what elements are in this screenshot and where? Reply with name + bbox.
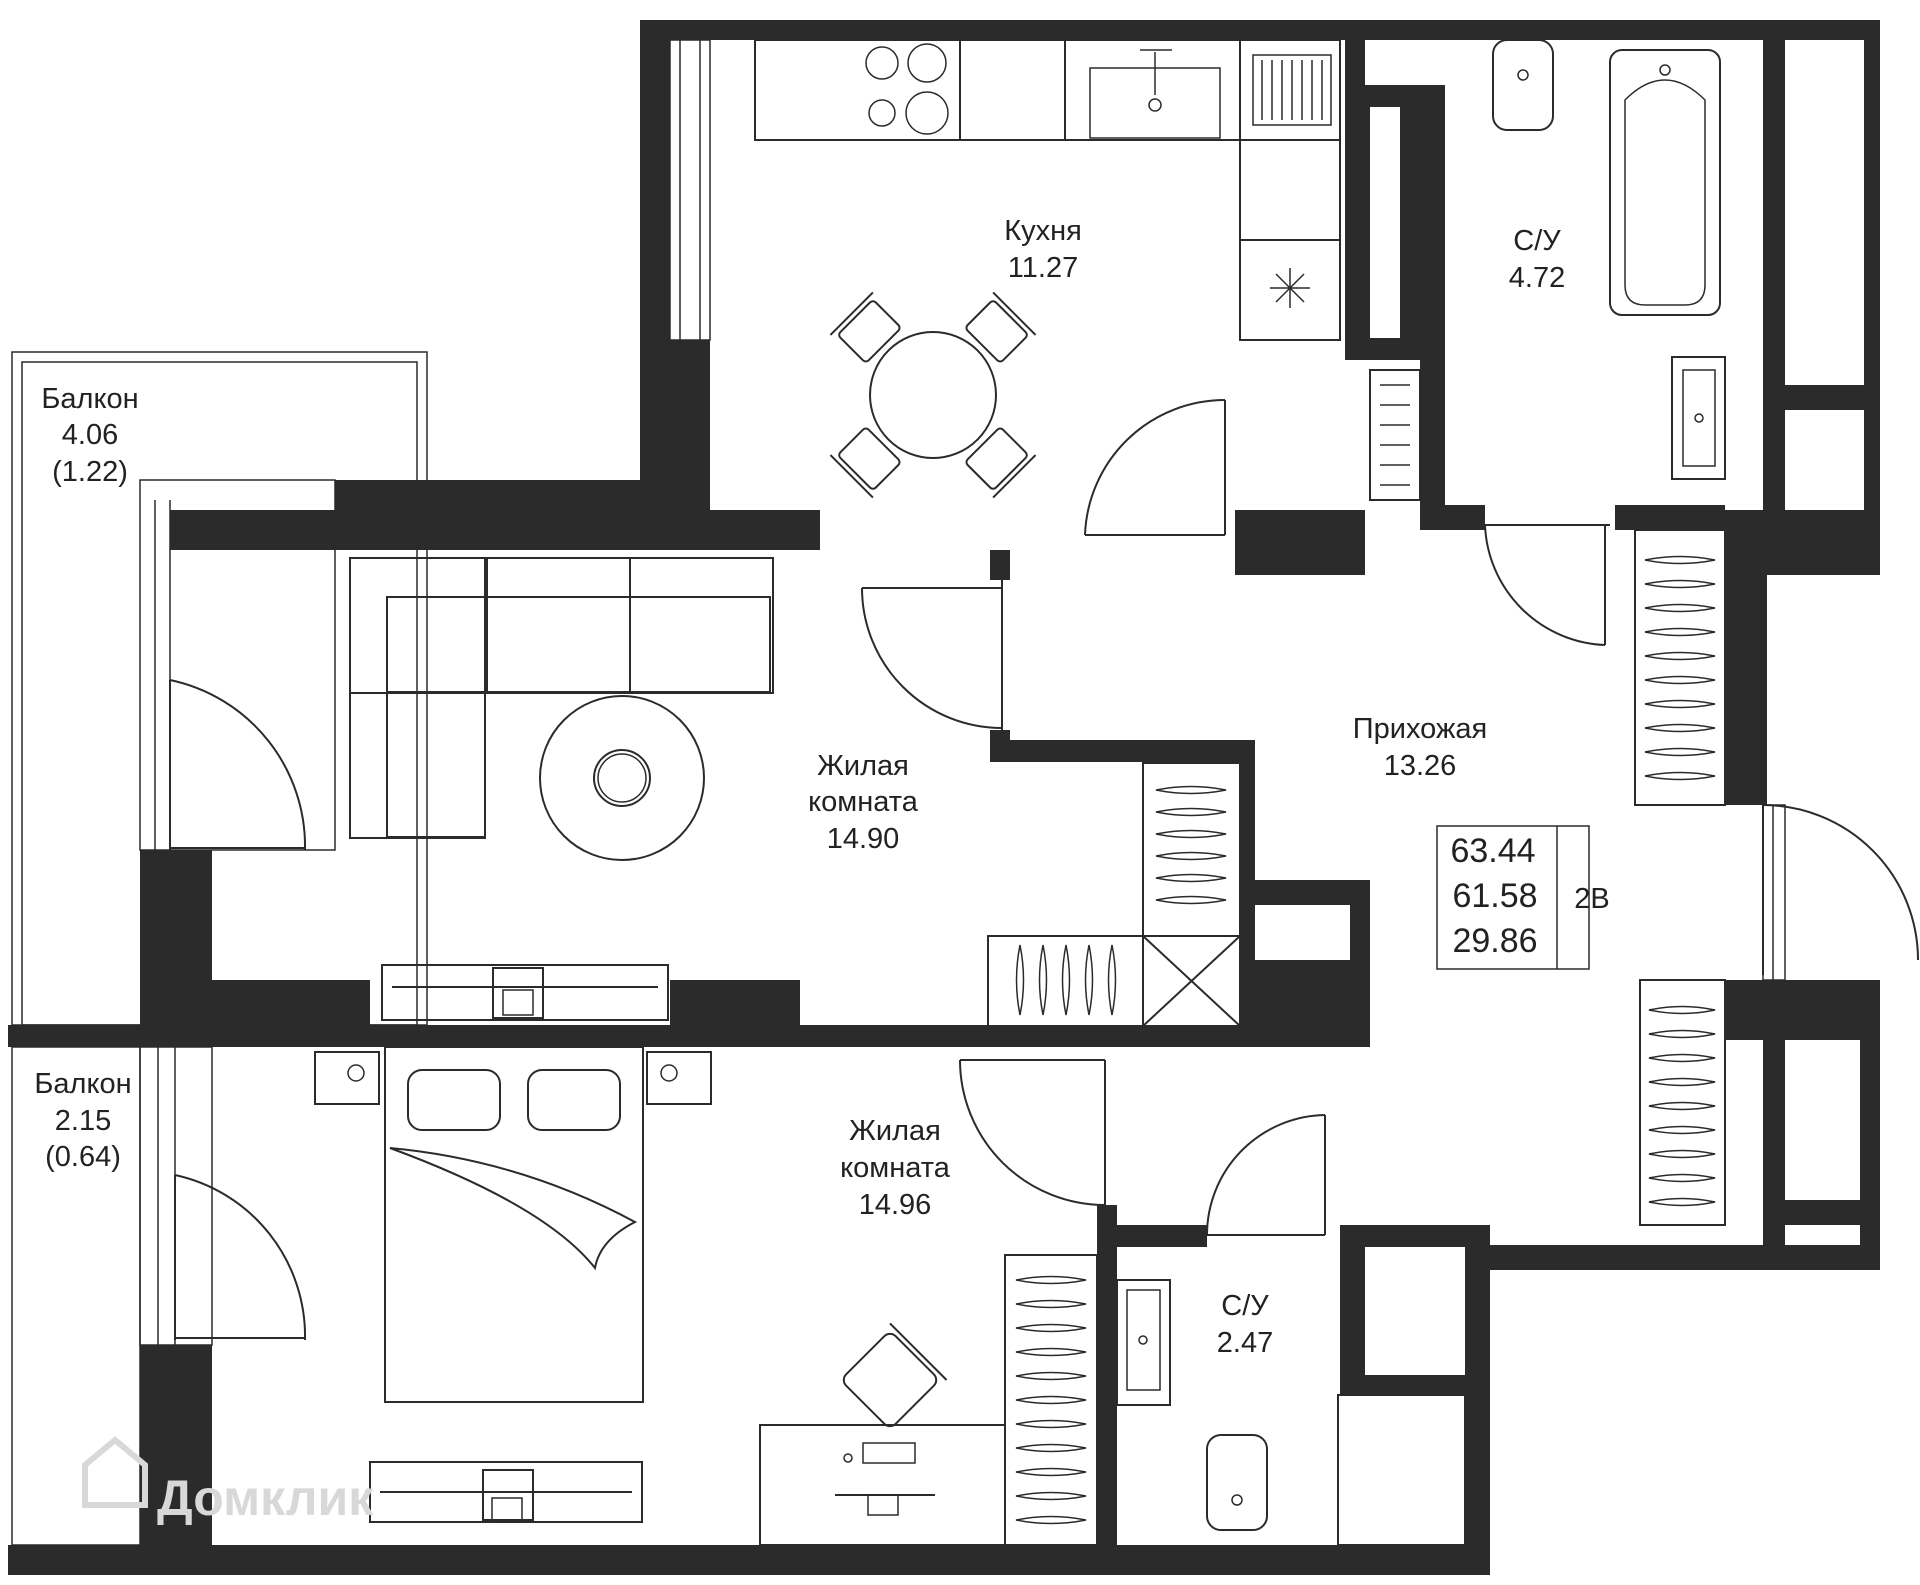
hanger-mark xyxy=(1015,1467,1087,1477)
hanger-mark xyxy=(1648,1077,1716,1087)
hanger-mark xyxy=(1644,627,1716,637)
hanger-mark xyxy=(1155,807,1227,817)
living-total-area: 61.58 xyxy=(1452,877,1537,915)
room-labels: Кухня 11.27 С/У 4.72 Балкон 4.06 (1.22) … xyxy=(34,215,1565,1359)
kitchen-name: Кухня xyxy=(1004,215,1082,247)
hanger-mark xyxy=(1644,603,1716,613)
hanger-mark xyxy=(1644,771,1716,781)
hanger-mark xyxy=(1644,723,1716,733)
watermark: Домклик xyxy=(82,1436,374,1526)
hanger-mark xyxy=(1015,1443,1087,1453)
bathroom-top-name: С/У xyxy=(1513,225,1561,257)
balcony-top-name: Балкон xyxy=(41,383,138,415)
living-room-furniture xyxy=(349,557,1241,1027)
walls xyxy=(8,20,1880,1575)
hanger-mark xyxy=(1648,1125,1716,1135)
hanger-mark xyxy=(1107,944,1117,1016)
hanger-mark xyxy=(1015,1299,1087,1309)
bedroom-area: 14.96 xyxy=(859,1189,932,1221)
apartment-type: 2В xyxy=(1574,883,1609,915)
kitchen-furniture xyxy=(754,39,1421,501)
bedroom-furniture xyxy=(314,1046,1098,1546)
total-area: 63.44 xyxy=(1450,832,1535,870)
hanger-mark xyxy=(1015,1347,1087,1357)
hanger-mark xyxy=(1648,1029,1716,1039)
watermark-text: Домклик xyxy=(157,1470,374,1526)
kitchen-area: 11.27 xyxy=(1008,252,1078,284)
hanger-mark xyxy=(1644,579,1716,589)
doors xyxy=(169,399,1919,1341)
living-rooms-area: 29.86 xyxy=(1452,922,1537,960)
area-summary: 63.44 61.58 29.86 2В xyxy=(1436,825,1610,970)
balcony-bottom-area: 2.15 xyxy=(55,1105,111,1137)
hanger-mark xyxy=(1648,1101,1716,1111)
balcony-top-area: 4.06 xyxy=(62,419,118,451)
hanger-mark xyxy=(1061,944,1071,1016)
bedroom-name-line1: Жилая xyxy=(849,1115,941,1147)
living-room-name-line2: комната xyxy=(808,786,919,818)
hanger-mark xyxy=(1015,1491,1087,1501)
hanger-mark xyxy=(1015,1371,1087,1381)
living-room-name-line1: Жилая xyxy=(817,750,909,782)
hanger-mark xyxy=(1084,944,1094,1016)
hanger-mark xyxy=(1648,1149,1716,1159)
bathroom-bottom-area: 2.47 xyxy=(1217,1327,1273,1359)
hallway-wardrobes xyxy=(1634,529,1726,1226)
hanger-mark xyxy=(1644,555,1716,565)
balcony-bottom-reduced-area: (0.64) xyxy=(45,1141,121,1173)
bathroom-bottom-fixtures xyxy=(1116,1279,1466,1546)
hanger-mark xyxy=(1644,651,1716,661)
wardrobe-hangers xyxy=(1015,555,1716,1525)
hanger-mark xyxy=(1015,944,1025,1016)
living-room-area: 14.90 xyxy=(827,823,900,855)
hanger-mark xyxy=(1644,747,1716,757)
hanger-mark xyxy=(1015,1275,1087,1285)
balcony-outlines xyxy=(11,351,428,1546)
hanger-mark xyxy=(1155,873,1227,883)
hanger-mark xyxy=(1155,785,1227,795)
hanger-mark xyxy=(1648,1197,1716,1207)
hanger-mark xyxy=(1648,1053,1716,1063)
balcony-bottom-name: Балкон xyxy=(34,1068,131,1100)
hanger-mark xyxy=(1155,829,1227,839)
hanger-mark xyxy=(1015,1323,1087,1333)
hanger-mark xyxy=(1644,675,1716,685)
bedroom-name-line2: комната xyxy=(840,1152,951,1184)
bathroom-top-area: 4.72 xyxy=(1509,262,1565,294)
hanger-mark xyxy=(1038,944,1048,1016)
hanger-mark xyxy=(1644,699,1716,709)
hallway-name: Прихожая xyxy=(1353,713,1487,745)
hanger-mark xyxy=(1155,851,1227,861)
bathroom-bottom-name: С/У xyxy=(1221,1290,1269,1322)
bathroom-top-fixtures xyxy=(1492,39,1726,480)
hanger-mark xyxy=(1015,1395,1087,1405)
hanger-mark xyxy=(1648,1173,1716,1183)
hanger-mark xyxy=(1015,1515,1087,1525)
house-logo-icon xyxy=(82,1436,148,1508)
hallway-area: 13.26 xyxy=(1384,750,1457,782)
hanger-mark xyxy=(1015,1419,1087,1429)
balcony-top-reduced-area: (1.22) xyxy=(52,456,128,488)
hanger-mark xyxy=(1155,895,1227,905)
hanger-mark xyxy=(1648,1005,1716,1015)
